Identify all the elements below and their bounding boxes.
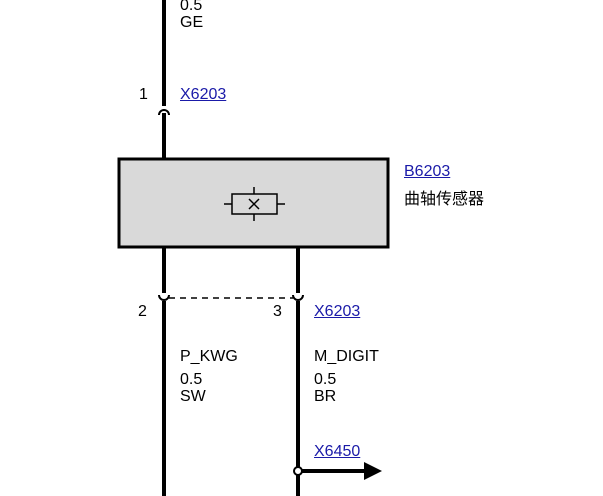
top-wire-color: GE [180, 14, 204, 31]
connector-pin-1 [158, 109, 170, 116]
connector-x6450-link[interactable]: X6450 [314, 443, 361, 460]
pin-1-number: 1 [139, 86, 148, 103]
wire-right-signal: M_DIGIT [314, 348, 379, 365]
wire-right-color: BR [314, 388, 337, 405]
component-name: 曲轴传感器 [404, 191, 485, 208]
connector-pin-3 [292, 294, 304, 301]
pin-2-number: 2 [138, 303, 147, 320]
connector-x6203-top-link[interactable]: X6203 [180, 86, 227, 103]
wire-left-color: SW [180, 388, 206, 405]
crystal-oscillator-icon [224, 187, 285, 221]
connector-pin-2 [158, 294, 170, 301]
splice-point [293, 466, 303, 476]
connector-x6203-bottom-link[interactable]: X6203 [314, 303, 361, 320]
pin-3-number: 3 [273, 303, 282, 320]
component-b6203-link[interactable]: B6203 [404, 163, 451, 180]
wire-left-gauge: 0.5 [180, 371, 203, 388]
arrow-right-icon [364, 462, 382, 480]
wire-right-gauge: 0.5 [314, 371, 337, 388]
wire-left-signal: P_KWG [180, 348, 238, 365]
top-wire-gauge: 0.5 [180, 0, 203, 14]
